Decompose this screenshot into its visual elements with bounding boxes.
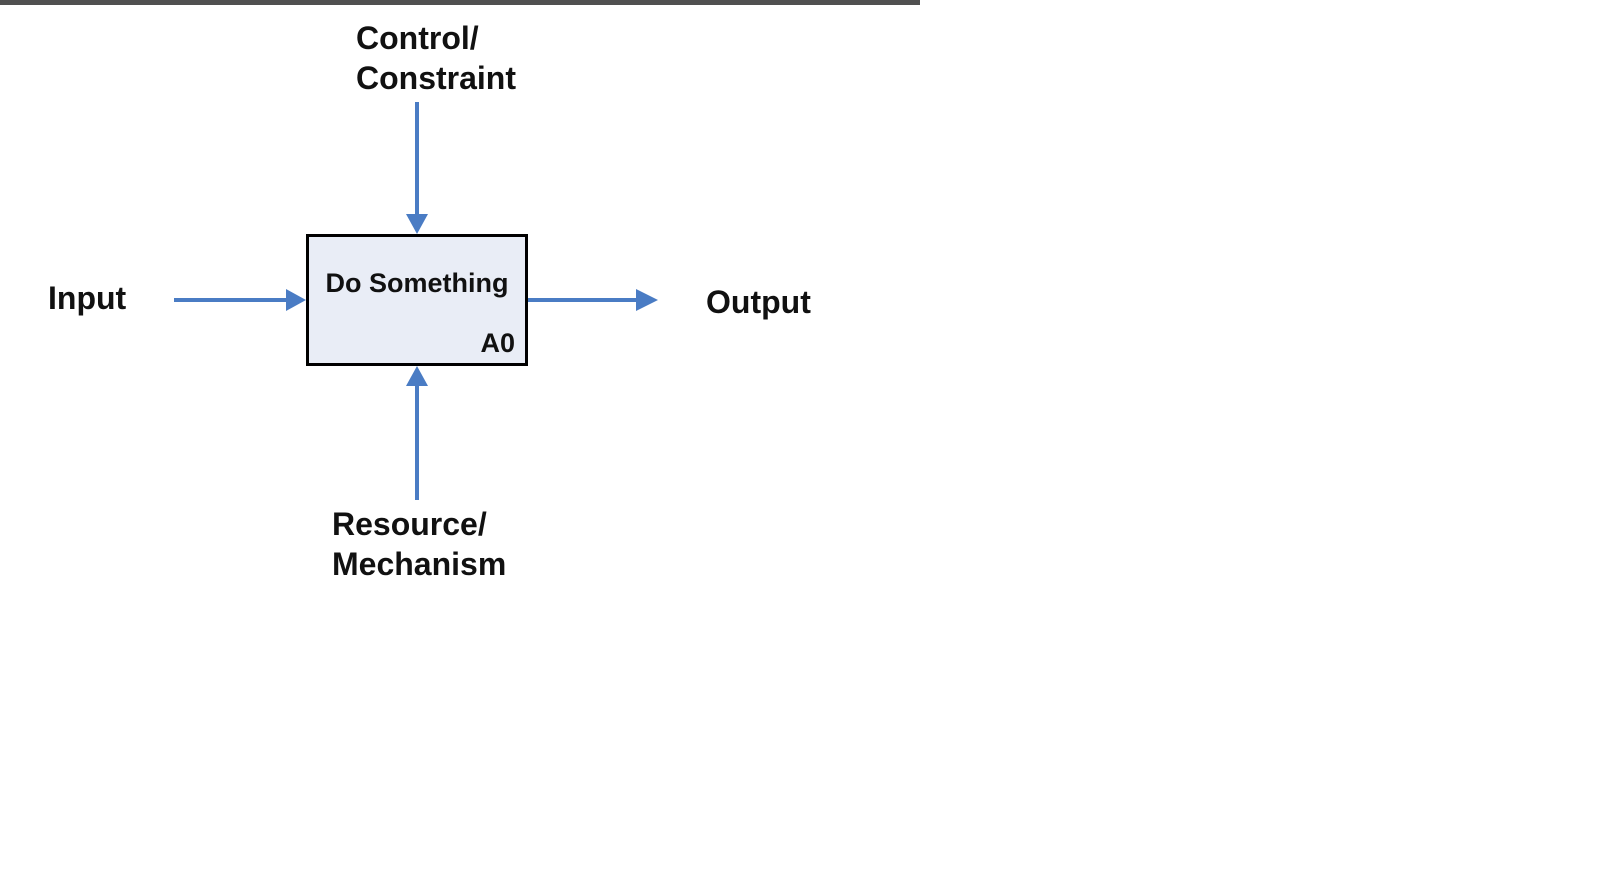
input-arrow [174, 289, 306, 311]
activity-box: Do Something A0 [306, 234, 528, 366]
control-constraint-label: Control/ Constraint [356, 18, 516, 98]
control-arrow [406, 102, 428, 234]
resource-label-line1: Resource/ [332, 506, 487, 542]
activity-id: A0 [480, 328, 515, 358]
input-label: Input [48, 280, 127, 316]
activity-title: Do Something [325, 268, 509, 298]
resource-mechanism-label: Resource/ Mechanism [332, 504, 506, 584]
output-arrow [528, 289, 658, 311]
resource-label-line2: Mechanism [332, 546, 507, 582]
mechanism-arrow [406, 366, 428, 500]
control-label-line1: Control/ [356, 20, 479, 56]
top-border-bar [0, 0, 920, 5]
control-label-line2: Constraint [356, 60, 516, 96]
output-label: Output [706, 284, 811, 320]
